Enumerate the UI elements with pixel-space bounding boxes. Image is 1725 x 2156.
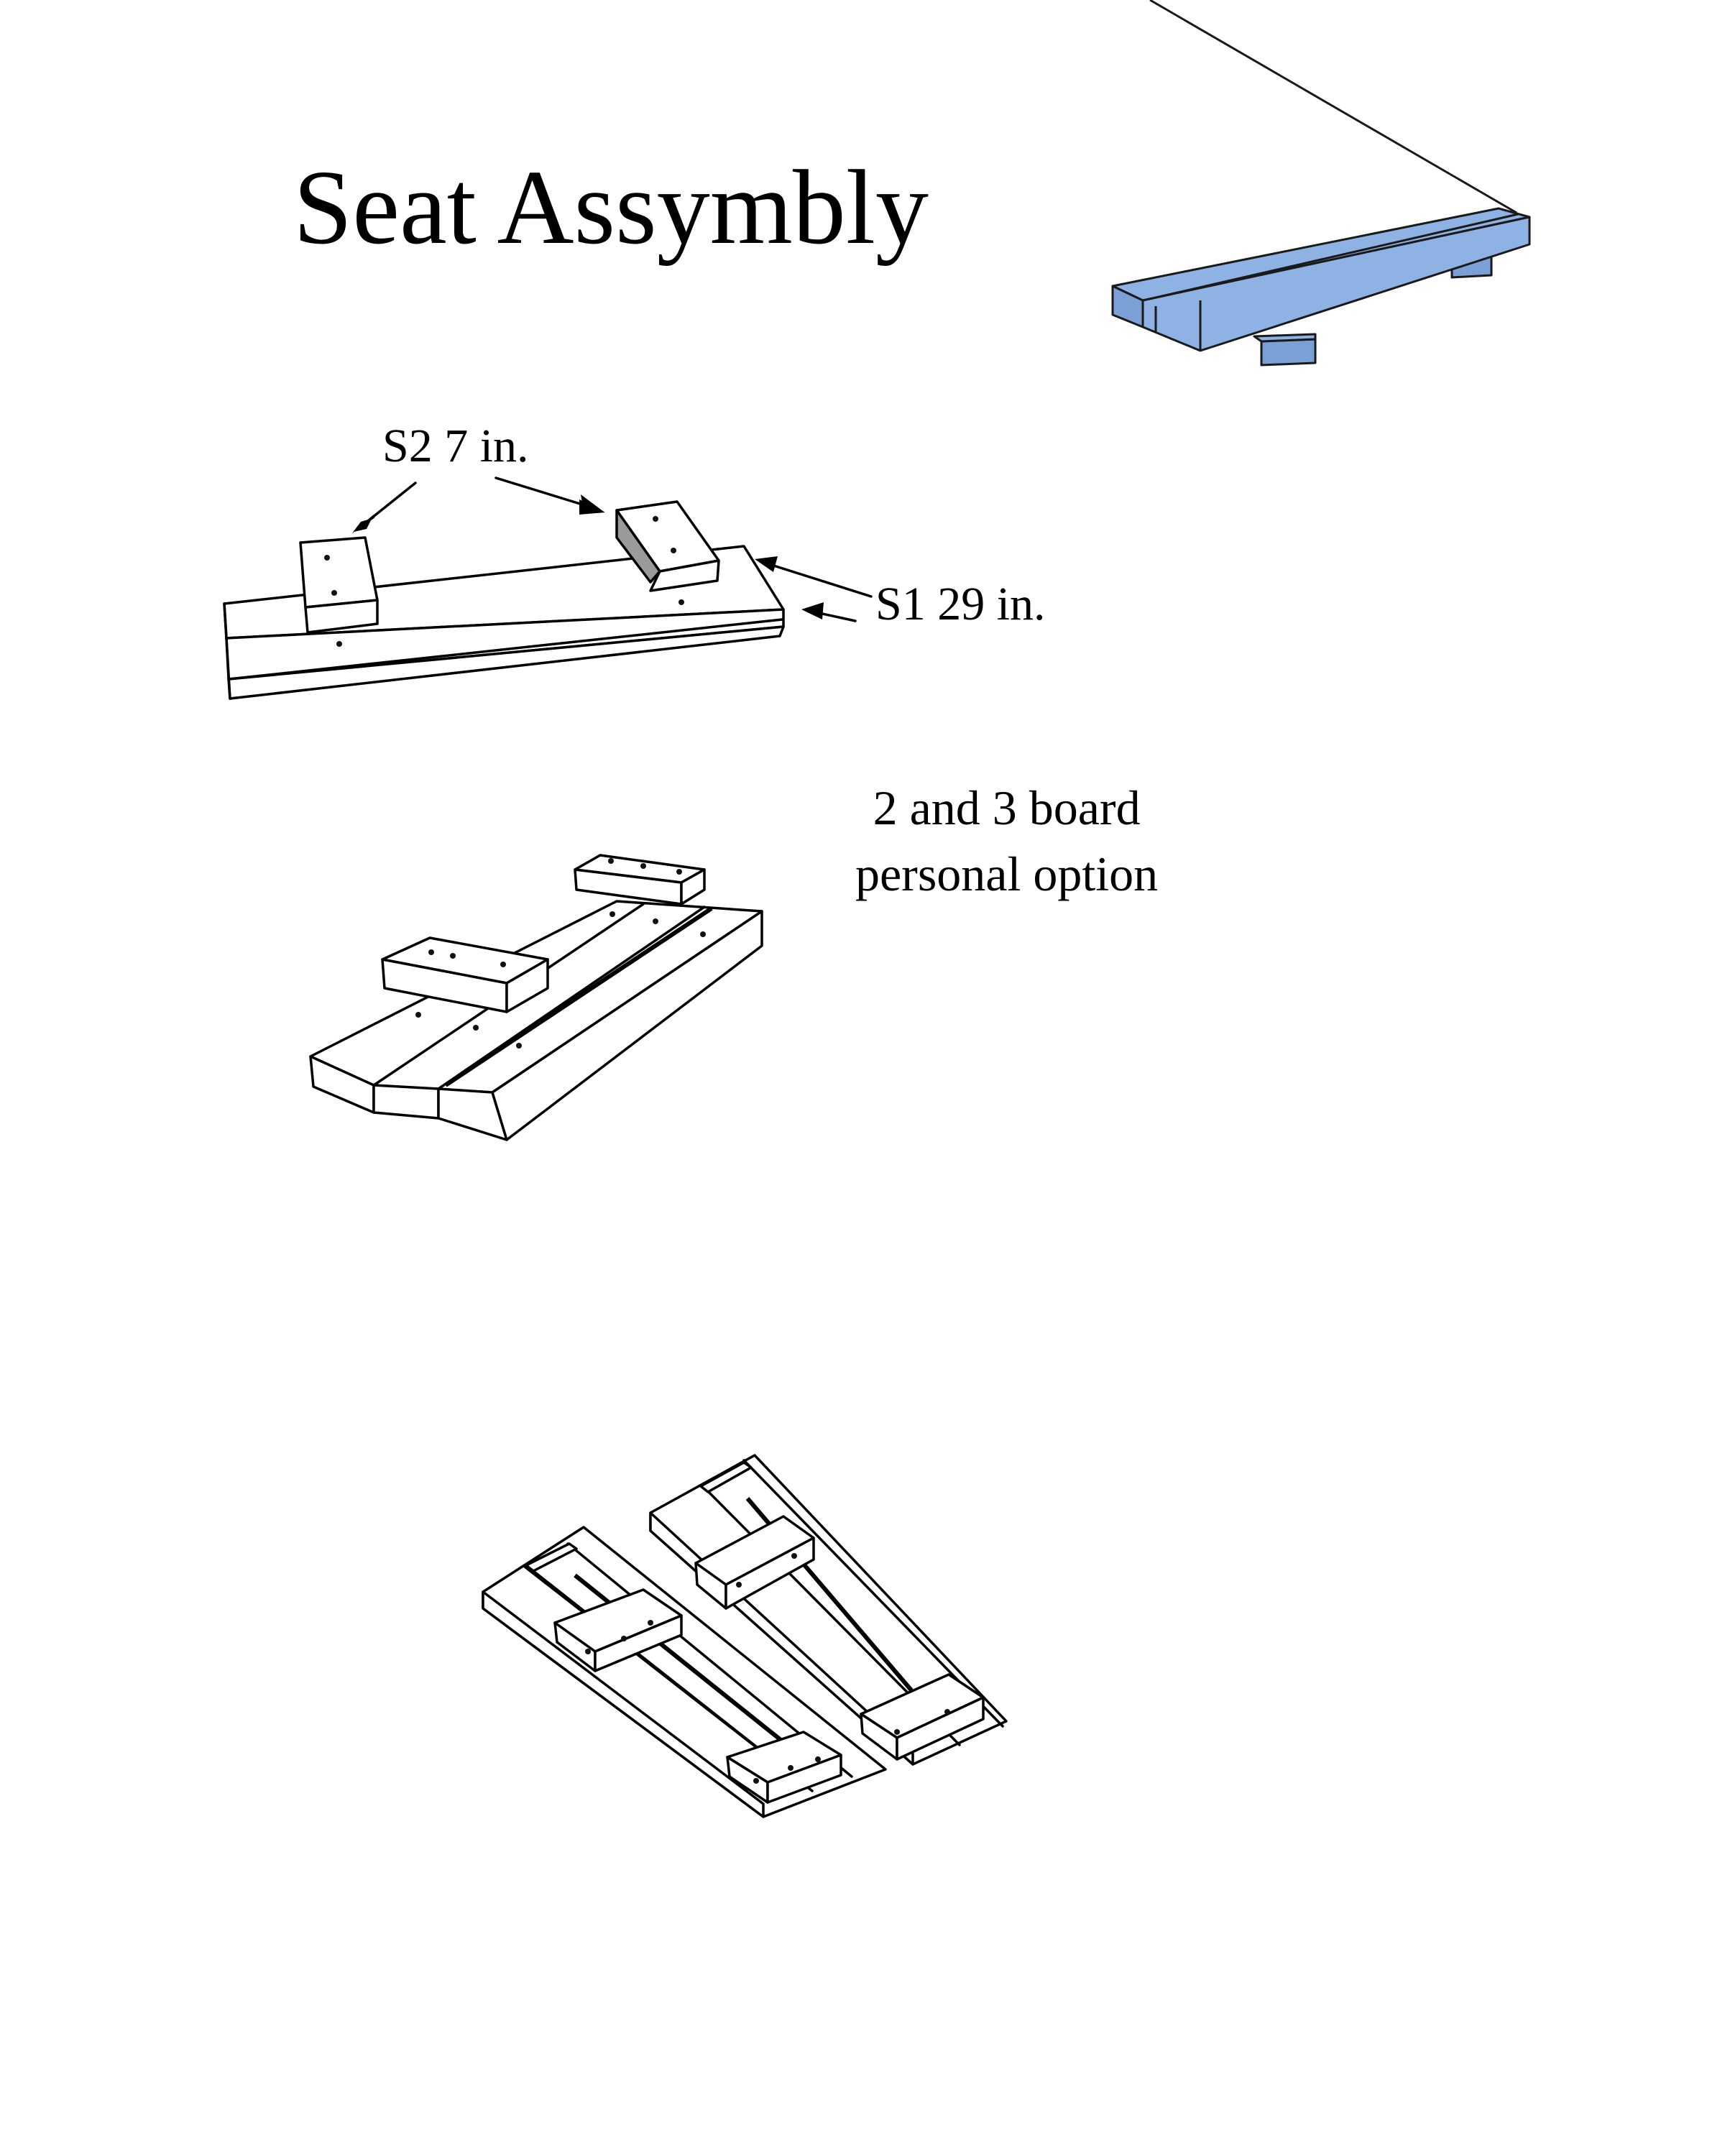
- s2-cleat-right-side: [615, 509, 661, 584]
- page-title: Seat Assymbly: [293, 149, 929, 267]
- s2-cleat-left-top: [299, 536, 379, 609]
- step2-illustration: [309, 854, 763, 1141]
- step1-illustration: [223, 476, 873, 700]
- label-s1: S1 29 in.: [875, 578, 1046, 630]
- option-note: 2 and 3 board personal option: [855, 775, 1158, 907]
- s2-cleat-left-front: [304, 599, 379, 634]
- option-note-line-1: 2 and 3 board: [873, 780, 1141, 835]
- label-s2: S2 7 in.: [382, 420, 529, 472]
- step2-boards-front: [491, 910, 763, 1141]
- step3-illustration: [482, 1454, 1008, 1818]
- seat-preview-illustration: [1111, 0, 1531, 367]
- preview-front: [1141, 216, 1531, 352]
- preview-leg-front: [1260, 338, 1317, 367]
- option-note-line-2: personal option: [855, 847, 1159, 901]
